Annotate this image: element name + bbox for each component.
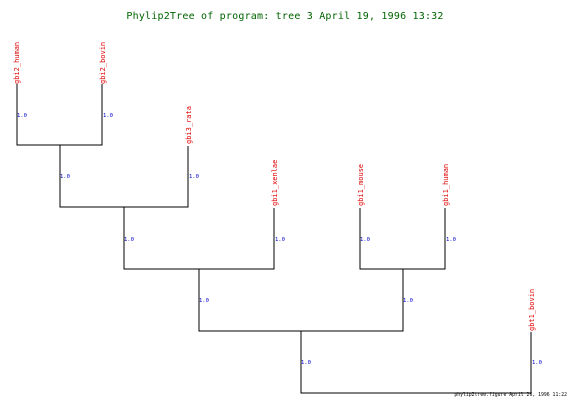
page-title: Phylip2Tree of program: tree 3 April 19,… — [126, 11, 444, 22]
edge-clade-gbi1 — [359, 208, 446, 270]
leaf-label: gbi1_mouse — [357, 164, 365, 206]
branch-length-label: 1.0 — [199, 298, 209, 304]
edge-root — [300, 331, 532, 394]
branch-length-label: 1.0 — [17, 113, 27, 119]
tree-edges — [16, 84, 532, 394]
leaf-labels: gbi2_human gbi2_bovin gbi3_rata gbi1_xen… — [13, 42, 536, 331]
branch-length-label: 1.0 — [103, 113, 113, 119]
leaf-label: gbi2_human — [13, 42, 21, 84]
branch-length-label: 1.0 — [60, 174, 70, 180]
edge-clade-gbi2-rata — [59, 145, 189, 208]
branch-length-label: 1.0 — [301, 360, 311, 366]
leaf-label: gbi3_rata — [185, 106, 193, 144]
leaf-label: gbi1_human — [442, 164, 450, 206]
branch-length-label: 1.0 — [275, 237, 285, 243]
branch-length-label: 1.0 — [124, 237, 134, 243]
edge-clade-join — [198, 269, 404, 332]
branch-length-label: 1.0 — [532, 360, 542, 366]
footer-stamp: phylip2tree.figure April 26, 1996 11:22 — [454, 392, 567, 398]
branch-length-label: 1.0 — [360, 237, 370, 243]
edge-clade-gbi2 — [16, 84, 103, 146]
edge-clade-xenlae — [123, 207, 275, 270]
leaf-label: gbi2_bovin — [99, 42, 107, 84]
leaf-label: gbt1_bovin — [528, 289, 536, 331]
branch-length-label: 1.0 — [446, 237, 456, 243]
branch-length-labels: 1.0 1.0 1.0 1.0 1.0 1.0 1.0 1.0 1.0 1.0 … — [17, 113, 542, 366]
branch-length-label: 1.0 — [403, 298, 413, 304]
branch-length-label: 1.0 — [189, 174, 199, 180]
leaf-label: gbi1_xenlae — [271, 160, 279, 206]
